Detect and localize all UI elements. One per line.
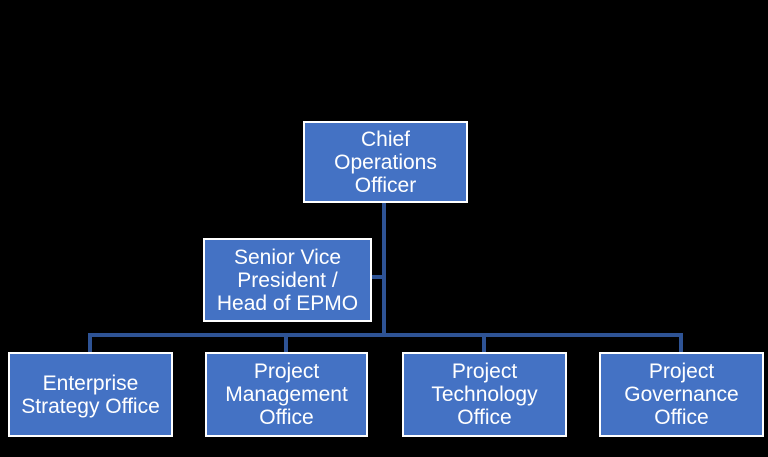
node-label-line: President / [237, 268, 338, 292]
org-node-chief-operations-officer: Chief Operations Officer [303, 121, 468, 203]
node-label: Project Governance Office [601, 360, 762, 429]
node-label-line: Management [225, 383, 348, 406]
node-label: Enterprise Strategy Office [10, 372, 171, 418]
node-label-line: Enterprise [42, 371, 139, 395]
org-node-enterprise-strategy-office: Enterprise Strategy Office [8, 352, 173, 437]
connector-stub-project-technology [482, 333, 486, 353]
node-label-line: Project [253, 360, 320, 383]
node-label-line: Operations [334, 150, 437, 174]
node-label: Chief Operations Officer [305, 128, 466, 197]
node-label-line: Office [457, 406, 512, 429]
node-label-line: Technology [431, 383, 538, 406]
connector-stub-project-management [284, 333, 288, 353]
node-label: Project Management Office [207, 360, 366, 429]
node-label-line: Chief [360, 127, 411, 151]
node-label-line: Office [259, 406, 314, 429]
org-node-project-management-office: Project Management Office [205, 352, 368, 437]
node-label-line: Project [451, 360, 518, 383]
connector-stub-enterprise-strategy [88, 333, 92, 353]
connector-horizontal-bus [88, 333, 683, 337]
node-label-line: Governance [624, 383, 739, 406]
node-label-line: Officer [354, 173, 417, 197]
node-label-line: Strategy Office [21, 394, 160, 418]
org-node-project-governance-office: Project Governance Office [599, 352, 764, 437]
connector-trunk-coo [382, 203, 386, 337]
connector-stub-project-governance [679, 333, 683, 353]
node-label-line: Project [648, 360, 715, 383]
node-label-line: Senior Vice [233, 245, 341, 269]
node-label-line: Office [654, 406, 709, 429]
node-label: Senior Vice President / Head of EPMO [205, 246, 370, 315]
node-label-line: Head of EPMO [216, 291, 359, 315]
node-label: Project Technology Office [404, 360, 565, 429]
org-node-project-technology-office: Project Technology Office [402, 352, 567, 437]
org-node-svp-head-of-epmo: Senior Vice President / Head of EPMO [203, 238, 372, 322]
connector-svp-branch [370, 275, 382, 279]
